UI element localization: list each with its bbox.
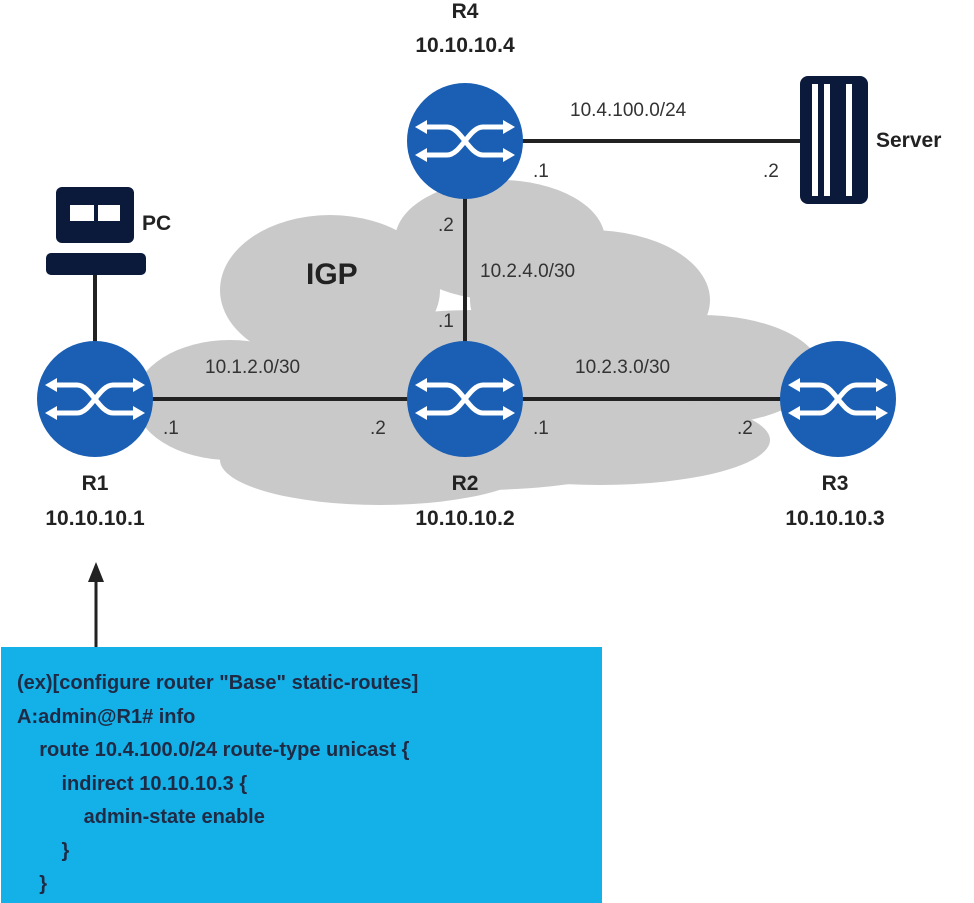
cli-line: }: [17, 839, 70, 862]
r2-iface-suffix-up: .1: [438, 311, 454, 332]
server-iface-suffix: .2: [763, 161, 779, 182]
router-r2-icon: [407, 341, 523, 457]
router-r4-ip: 10.10.10.4: [415, 34, 515, 57]
router-r2-name: R2: [451, 472, 479, 495]
router-r3-name: R3: [821, 472, 849, 495]
cli-line: (ex)[configure router "Base" static-rout…: [17, 672, 419, 694]
cli-line: indirect 10.10.10.3 {: [17, 772, 248, 795]
router-r1-icon: [37, 341, 153, 457]
cli-line: A:admin@R1# info: [17, 705, 196, 728]
link-r4-server-subnet: 10.4.100.0/24: [570, 100, 687, 121]
router-r3-ip: 10.10.10.3: [785, 507, 885, 530]
router-r3-icon: [780, 341, 896, 457]
link-r2-r3-subnet: 10.2.3.0/30: [575, 357, 671, 378]
link-r1-r2-subnet: 10.1.2.0/30: [205, 357, 301, 378]
cli-line: }: [17, 873, 48, 895]
r2-iface-suffix-left: .2: [370, 418, 386, 439]
r3-iface-suffix: .2: [737, 418, 753, 439]
igp-label: IGP: [306, 258, 358, 291]
cli-line: admin-state enable: [17, 806, 265, 828]
server-icon: [800, 76, 868, 204]
r4-iface-suffix-right: .1: [533, 161, 549, 182]
pc-label: PC: [142, 212, 172, 235]
router-r4-name: R4: [451, 0, 479, 23]
cli-output-box: (ex)[configure router "Base" static-rout…: [1, 647, 602, 903]
r2-iface-suffix-right: .1: [533, 418, 549, 439]
link-r2-r4-subnet: 10.2.4.0/30: [480, 261, 576, 282]
router-r2-ip: 10.10.10.2: [415, 507, 515, 530]
router-r1-name: R1: [81, 472, 109, 495]
cli-line: route 10.4.100.0/24 route-type unicast {: [17, 739, 410, 761]
router-r4-icon: [407, 83, 523, 199]
r1-iface-suffix: .1: [163, 418, 179, 439]
pc-icon: [46, 187, 146, 275]
r4-iface-suffix-down: .2: [438, 215, 454, 236]
router-r1-ip: 10.10.10.1: [45, 507, 145, 530]
arrow-to-r1: [88, 562, 104, 648]
server-label: Server: [876, 129, 942, 152]
